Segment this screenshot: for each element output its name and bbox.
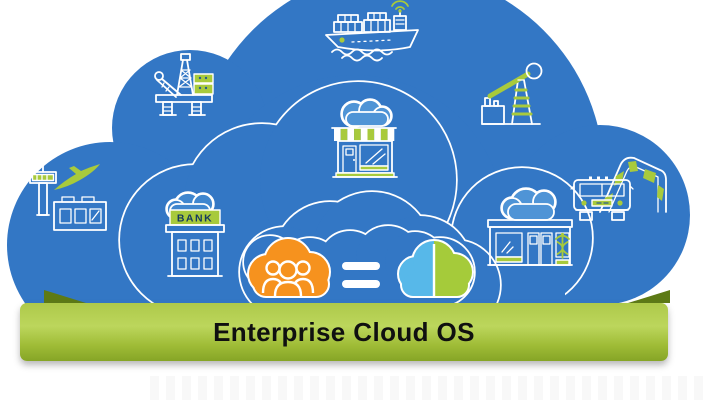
caduceus-icon (555, 232, 570, 259)
bank-sign-label: BANK (177, 213, 213, 225)
banner-fold-left (44, 290, 86, 303)
equals-icon (342, 262, 380, 288)
oil-rig-icon (154, 53, 214, 116)
faint-watermark-texture (150, 376, 710, 400)
banner: Enterprise Cloud OS (20, 303, 668, 361)
people-group-icon (261, 260, 315, 297)
pump-jack-icon (481, 62, 543, 125)
bank-icon: BANK (165, 191, 225, 277)
store-roof-cloud-icon (340, 98, 393, 128)
people-cloud-icon (247, 237, 331, 298)
banner-fold-right (628, 290, 670, 303)
store-awning (331, 127, 397, 141)
cargo-ship-icon (325, 0, 419, 62)
split-cloud-icon (397, 239, 474, 298)
pharmacy-icon (487, 187, 573, 266)
banner-title: Enterprise Cloud OS (213, 316, 475, 347)
pharmacy-roof-cloud-icon (500, 187, 557, 221)
store-icon (331, 98, 398, 178)
airport-icon (29, 162, 107, 231)
truck-globe-icon (570, 156, 667, 221)
